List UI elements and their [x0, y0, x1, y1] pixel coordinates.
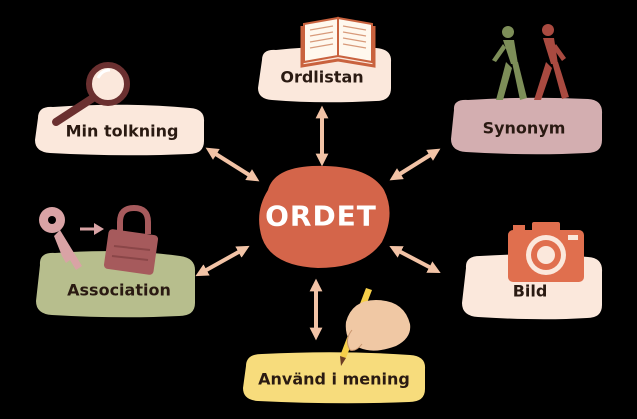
- walking-people-icon: [492, 24, 569, 100]
- arrow-synonym: [395, 152, 435, 177]
- center-label: ORDET: [265, 200, 377, 233]
- camera-icon: [508, 222, 584, 282]
- arrow-bild: [395, 249, 435, 270]
- node-label-tolkning: Min tolkning: [66, 122, 179, 141]
- arrow-tolkning: [211, 151, 254, 178]
- node-label-synonym: Synonym: [483, 119, 566, 138]
- open-book-icon: [302, 18, 374, 66]
- node-label-anvand: Använd i mening: [258, 370, 410, 389]
- arrow-association: [201, 249, 244, 273]
- node-label-association: Association: [67, 281, 171, 300]
- node-label-ordlistan: Ordlistan: [280, 68, 363, 87]
- node-label-bild: Bild: [513, 282, 548, 301]
